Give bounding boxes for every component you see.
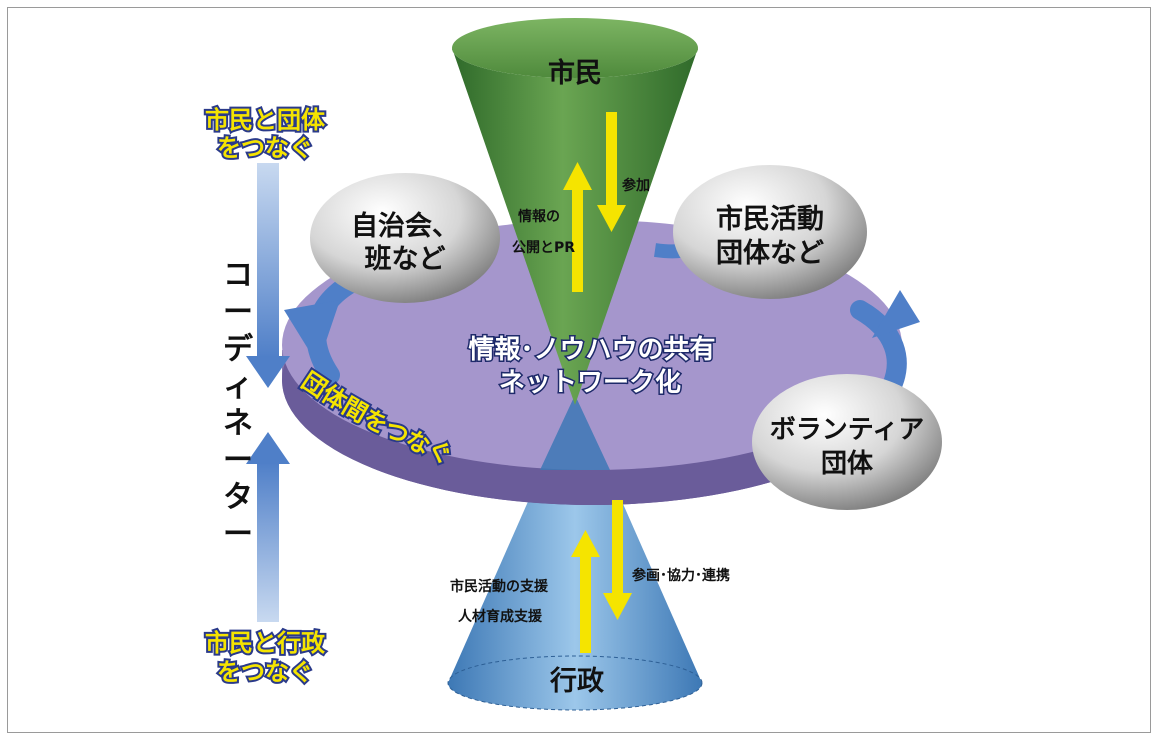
coordinator-char-3: ィ: [223, 369, 253, 404]
volunteer-oval: [752, 374, 942, 510]
ring-arrow-right-head: [872, 290, 920, 338]
support-label-line1: 市民活動の支援: [450, 578, 549, 595]
citizen-gov-link-line1: 市民と行政: [205, 629, 325, 657]
government-arrows: [571, 500, 632, 653]
center-label-line1: 情報･ノウハウの共有: [468, 335, 715, 365]
coordinator-char-4: ネ: [223, 406, 253, 441]
citizen-label: 市民: [548, 57, 602, 89]
citizen-gov-link-line2: をつなぐ: [217, 658, 313, 686]
info-label-line2: 公開とPR: [512, 240, 575, 256]
citizen-group-link-line1: 市民と団体: [205, 106, 326, 134]
government-label: 行政: [549, 665, 604, 697]
jichikai-oval: [310, 173, 500, 303]
support-label-line2: 人材育成支援: [458, 608, 543, 625]
civic-label-line2: 団体など: [716, 238, 824, 269]
coordinator-char-5: ー: [223, 443, 253, 478]
citizen-arrows: [563, 112, 626, 292]
citizen-group-link-line2: をつなぐ: [217, 134, 313, 162]
collab-label: 参画･協力･連携: [632, 567, 730, 584]
volunteer-label-line1: ボランティア: [770, 415, 924, 445]
coordinator-arrows: [246, 163, 290, 622]
info-label-line1: 情報の: [518, 208, 560, 225]
jichikai-label-line2: 班など: [365, 244, 446, 275]
coordinator-vertical-label: コ ー デ ィ ネ ー タ ー: [223, 258, 254, 552]
volunteer-label-line2: 団体: [821, 449, 874, 479]
coordinator-char-6: タ: [223, 480, 253, 515]
gov-cone-tip: [540, 395, 610, 470]
coordinator-char-0: コ: [223, 258, 253, 293]
participation-label: 参加: [622, 177, 650, 194]
jichikai-label-line1: 自治会、: [351, 210, 459, 242]
ring-arrow-left-head: [284, 300, 340, 365]
center-label-line2: ネットワーク化: [499, 368, 681, 398]
civic-label-line1: 市民活動: [716, 203, 824, 235]
coordinator-char-7: ー: [223, 517, 253, 552]
civic-group-oval: [673, 165, 867, 299]
diagram-frame: [7, 7, 1151, 733]
coordinator-char-2: デ: [223, 332, 254, 367]
coordinator-char-1: ー: [223, 295, 253, 330]
